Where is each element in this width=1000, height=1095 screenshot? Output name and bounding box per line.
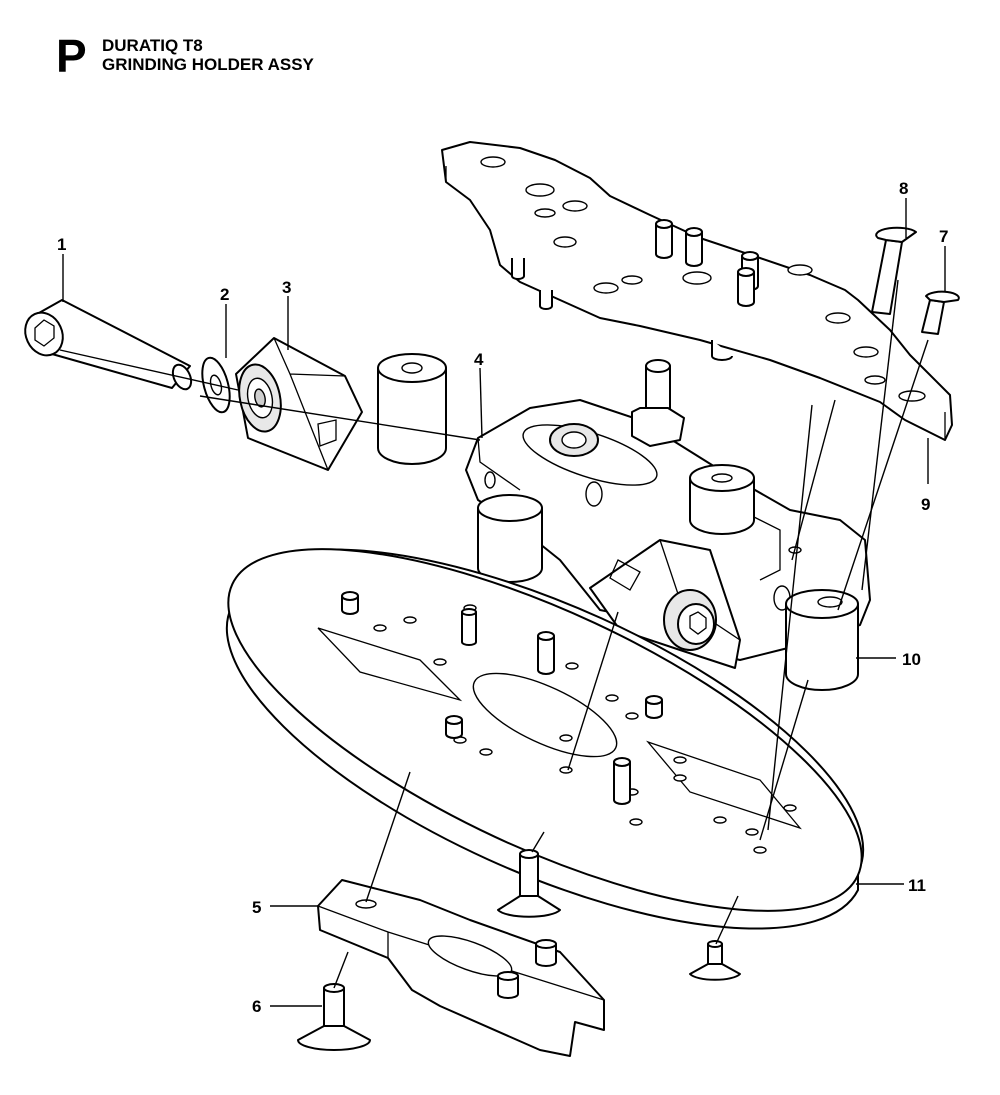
assembly-name: GRINDING HOLDER ASSY [102, 55, 314, 74]
callout-9[interactable]: 9 [921, 495, 930, 514]
part-5-lower-clamp[interactable] [317, 879, 605, 1057]
alignment-lines [59, 279, 929, 989]
model-name: DURATIQ T8 [102, 36, 203, 55]
spacer-cylinder-rear[interactable] [689, 464, 755, 535]
callout-6[interactable]: 6 [252, 997, 261, 1016]
part-7-countersunk-screw[interactable] [921, 290, 960, 335]
callout-labels: 1 2 3 4 5 6 7 8 9 10 11 [57, 179, 948, 1016]
callout-2[interactable]: 2 [220, 285, 229, 304]
callout-8[interactable]: 8 [899, 179, 908, 198]
spacer-cylinder-upper[interactable] [377, 353, 447, 465]
part-10-spacer[interactable] [785, 589, 859, 691]
title-block: DURATIQ T8 GRINDING HOLDER ASSY [102, 36, 314, 74]
part-3-bearing-block[interactable] [233, 337, 363, 471]
callout-11[interactable]: 11 [908, 876, 926, 895]
countersunk-screw-center[interactable] [497, 849, 561, 918]
callout-1[interactable]: 1 [57, 235, 66, 254]
callout-4[interactable]: 4 [474, 350, 484, 369]
section-letter: P [56, 30, 87, 82]
callout-leaders [62, 198, 946, 1007]
callout-10[interactable]: 10 [902, 650, 921, 669]
part-1-cap-screw[interactable] [18, 299, 194, 392]
countersunk-screw-right[interactable] [689, 940, 741, 981]
callout-3[interactable]: 3 [282, 278, 291, 297]
part-8-countersunk-screw[interactable] [871, 226, 917, 315]
callout-5[interactable]: 5 [252, 898, 261, 917]
part-4-pivot-holder[interactable] [465, 399, 871, 669]
part-9-top-plate[interactable] [441, 141, 953, 441]
callout-7[interactable]: 7 [939, 227, 948, 246]
spacer-cylinder-middle[interactable] [477, 494, 543, 583]
part-6-countersunk-screw[interactable] [297, 983, 371, 1051]
hex-screw-upper[interactable] [631, 359, 685, 447]
part-11-base-disc[interactable] [182, 477, 907, 982]
